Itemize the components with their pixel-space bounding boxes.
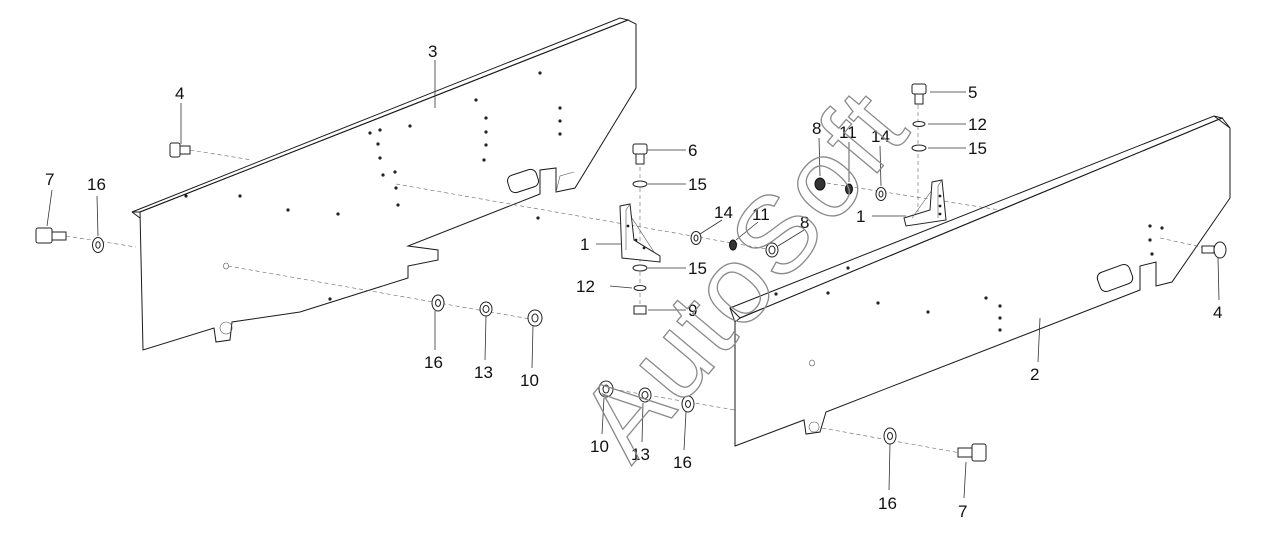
washer-16-lower-right: [883, 427, 897, 445]
washer-16-lower-left: [431, 294, 445, 312]
callout-11-mid: 11: [752, 205, 770, 224]
bracket-1-right: [903, 179, 947, 227]
bracket-1-mid: [619, 203, 661, 263]
callout-12-mid: 12: [576, 277, 595, 296]
callout-5: 5: [968, 83, 977, 102]
callout-16-lower-right: 16: [878, 494, 897, 513]
callout-15-mid-bottom: 15: [688, 259, 707, 278]
callout-12-right: 12: [968, 115, 987, 134]
right-side-panel: [729, 115, 1231, 447]
bolt-4-left: [169, 142, 191, 158]
nut-13-lower-left: [479, 301, 493, 317]
washer-11-mid: [729, 239, 737, 251]
bolt-4-right: [1201, 241, 1227, 259]
callout-3: 3: [428, 42, 437, 61]
washer-15-right: [911, 144, 927, 152]
callout-16-lower-left: 16: [424, 353, 443, 372]
callout-15-right: 15: [968, 139, 987, 158]
washer-12-right: [912, 121, 926, 127]
callout-15-mid-top: 15: [688, 175, 707, 194]
callout-16-lower-mid: 16: [673, 453, 692, 472]
callout-7-right: 7: [958, 502, 967, 521]
nut-8-mid: [765, 242, 779, 258]
washer-11-right: [845, 183, 853, 195]
nut-10-lower-mid: [598, 380, 614, 398]
washer-16-lower-mid: [681, 395, 695, 413]
bolt-5: [911, 83, 927, 105]
washer-12-mid: [633, 285, 647, 291]
callout-13-lower-mid: 13: [631, 445, 650, 464]
callout-labels: 3 4 7 16 5 12 15 6 15 8 11 14 1 14 11 8 …: [45, 42, 1222, 521]
right-panel-holes: [774, 224, 1164, 367]
callout-11-right: 11: [839, 123, 857, 142]
callout-1-mid: 1: [580, 235, 589, 254]
left-side-panel: [131, 17, 637, 351]
bolt-7-right: [957, 443, 987, 462]
washer-14-right: [875, 187, 887, 201]
nut-10-lower-left: [527, 309, 543, 327]
nut-8-right: [814, 177, 826, 191]
callout-14-mid: 14: [714, 203, 733, 222]
leader-lines: [46, 60, 1220, 499]
washer-15-mid-top: [632, 180, 648, 188]
nut-13-lower-mid: [638, 387, 652, 403]
bolt-6: [632, 143, 648, 165]
callout-9: 9: [688, 301, 697, 320]
left-panel-holes: [184, 71, 562, 301]
callout-10-lower-mid: 10: [590, 437, 609, 456]
nut-9: [633, 305, 647, 315]
washer-14-mid: [690, 231, 702, 245]
callout-4-right: 4: [1213, 303, 1222, 322]
washer-15-mid-bottom: [632, 264, 648, 272]
callout-4-left: 4: [175, 84, 184, 103]
callout-7-left: 7: [45, 170, 54, 189]
callout-8-right: 8: [812, 119, 821, 138]
callout-2: 2: [1030, 365, 1039, 384]
callout-14-right: 14: [871, 127, 890, 146]
callout-6: 6: [688, 141, 697, 160]
callout-16-left: 16: [87, 175, 106, 194]
callout-8-mid: 8: [800, 213, 809, 232]
bolt-7-left: [35, 227, 67, 244]
washer-16-left: [92, 237, 104, 253]
callout-13-lower-left: 13: [474, 363, 493, 382]
callout-10-lower-left: 10: [520, 371, 539, 390]
callout-1-right: 1: [856, 207, 865, 226]
